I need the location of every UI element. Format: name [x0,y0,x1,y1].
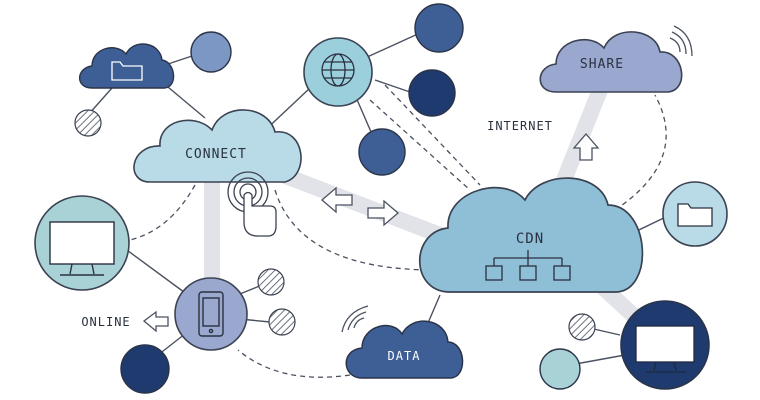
connect-label: CONNECT [185,147,247,162]
data-label: DATA [388,349,421,363]
monitor-icon [49,221,115,276]
folder-icon-right [677,203,713,227]
dashed-links [129,84,667,378]
touch-icon [227,171,277,237]
connect-cloud[interactable]: CONNECT [133,109,302,183]
folder-cloud[interactable] [78,43,175,89]
monitor-icon-right [635,325,695,373]
cdn-label: CDN [516,231,544,247]
sync-arrows [321,186,399,227]
wifi-icon [669,25,693,57]
arrow-icon-left [142,310,169,333]
network-icon [485,250,571,281]
folder-node-right[interactable] [662,181,728,247]
arrow-icon [572,133,600,161]
share-cloud[interactable]: SHARE [539,31,683,93]
monitor-node-left[interactable] [34,195,130,291]
globe-node[interactable] [303,37,373,107]
hatched-dots [74,109,596,341]
phone-node[interactable] [174,277,248,351]
decorative-dots [120,3,581,394]
phone-icon [198,291,224,337]
data-cloud[interactable]: DATA [345,320,464,379]
monitor-node-right[interactable] [620,300,710,390]
globe-icon [321,53,355,87]
folder-icon [111,61,143,81]
wifi-icon-data [341,305,369,333]
online-label: ONLINE [81,315,130,329]
share-label: SHARE [580,57,624,72]
internet-label: INTERNET [487,119,553,133]
cdn-cloud[interactable]: CDN [418,177,644,293]
